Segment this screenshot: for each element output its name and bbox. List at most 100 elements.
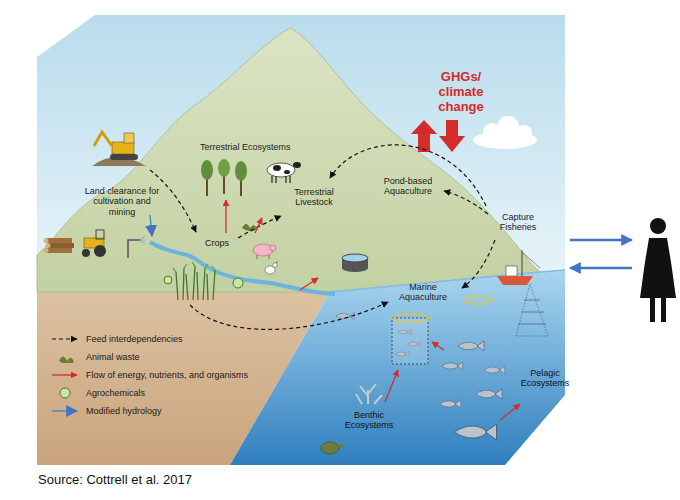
turtle-icon-part [321, 442, 339, 454]
ghg-arrows-part [439, 120, 465, 152]
pig-icon-part [270, 245, 276, 251]
tree-icons-part [218, 159, 230, 177]
fishing-boat-icon-part [522, 250, 523, 276]
animal-waste-icon-part [242, 224, 257, 231]
exchange-arrows [570, 240, 632, 268]
legend-sample-part [59, 357, 74, 364]
cow-icon-part [272, 176, 290, 183]
fish-icons-part [442, 362, 463, 370]
legend-text: Modified hydrology [86, 406, 162, 416]
ghg-arrows [411, 120, 465, 152]
aquaculture-cage-part [398, 330, 411, 335]
irrigation-icon-part [128, 240, 140, 258]
fish-icons-part [476, 389, 502, 399]
legend: Feed interdependenciesAnimal wasteFlow o… [50, 330, 248, 420]
sector-label: Pond-based Aquaculture [378, 176, 438, 197]
fish-icons [336, 313, 505, 441]
fishing-boat-icon-part [497, 276, 533, 285]
chicken-icon-part [265, 266, 275, 274]
chicken-icon-part [273, 263, 277, 267]
sector-label: Crops [205, 238, 245, 248]
irrigation-icon [128, 236, 146, 258]
log-pile-icon-part [46, 248, 72, 253]
pig-icon [253, 244, 276, 259]
coral-icon-part [356, 384, 382, 404]
legend-row: Agrochemicals [50, 384, 248, 402]
ocean [230, 270, 565, 465]
legend-text: Feed interdependencies [86, 334, 183, 344]
cow-icon-part [293, 162, 301, 168]
pig-icon-part [257, 255, 269, 259]
excavator-icon-part [94, 132, 112, 146]
flow-arrows-part [432, 342, 444, 350]
tree-icons [201, 159, 247, 196]
fishing-net [516, 284, 548, 336]
feed-arrows [150, 145, 495, 330]
crops-icon [173, 262, 215, 300]
feed-arrows-part [150, 170, 196, 232]
ecosystem-label: Benthic Ecosystems [340, 410, 398, 431]
legend-text: Flow of energy, nutrients, and organisms [86, 370, 248, 380]
legend-row: Modified hydrology [50, 402, 248, 420]
tractor-icon-part [82, 249, 90, 257]
feed-arrows-part [444, 191, 488, 214]
fishing-boat-icon-part [506, 266, 517, 276]
climate-label: GHGs/ climate change [430, 70, 492, 115]
sector-label: Terrestrial Livestock [284, 187, 344, 208]
tractor-icon [82, 230, 106, 257]
excavator-icon-part [110, 154, 138, 160]
mountain [37, 28, 540, 292]
crops-icon-part [183, 268, 184, 300]
flow-arrows-part [500, 404, 520, 420]
activity-label: Land clearance for cultivation and minin… [84, 186, 160, 217]
feed-arrows-part [330, 145, 486, 206]
legend-row: Flow of energy, nutrients, and organisms [50, 366, 248, 384]
flow-arrows-part [385, 370, 398, 402]
chicken-icon-part [276, 262, 278, 264]
excavator-icon [92, 132, 146, 166]
log-pile-icon-part [46, 243, 51, 248]
exchange-arrows-part [570, 239, 632, 242]
flow-arrows-part [300, 278, 318, 290]
ghg-arrows-part [411, 120, 437, 152]
excavator-icon-part [124, 133, 134, 143]
tractor-icon-part [94, 245, 106, 257]
cloud-icon-part [497, 116, 519, 138]
fishing-net-part [518, 300, 546, 324]
log-pile-icon-part [44, 248, 49, 253]
crops-icon-part [213, 270, 215, 300]
coral-icon [356, 384, 382, 404]
legend-sample-part [52, 338, 77, 339]
crops-icon-part [207, 274, 208, 300]
log-pile-icon-part [46, 238, 72, 243]
turtle-icon-part [339, 444, 344, 449]
legend-text: Agrochemicals [86, 388, 145, 398]
cow-icon [267, 162, 301, 183]
fish-icons-part [458, 341, 484, 351]
agrochemical-icon-part [164, 276, 172, 284]
crops-icon-part [193, 266, 195, 300]
sea-surface [330, 270, 565, 292]
legend-sample [50, 333, 80, 345]
aquaculture-ring [464, 296, 492, 304]
legend-sample [50, 351, 80, 363]
flow-arrows [226, 200, 520, 420]
person-icon-part [661, 298, 666, 322]
feed-arrows-part [190, 302, 388, 329]
sector-label: Capture Fisheries [490, 212, 546, 233]
aquaculture-cage [392, 314, 428, 364]
agrochemical-icon [164, 276, 243, 288]
log-pile-icon-part [44, 238, 49, 243]
pond-icon [342, 254, 368, 272]
exchange-arrows-part [570, 267, 632, 270]
irrigation-icon-part [140, 236, 146, 244]
person-icon-part [650, 298, 655, 322]
fish-icons-part [440, 400, 461, 408]
cloud-icon-part [516, 125, 532, 141]
cow-icon-part [284, 170, 290, 174]
cow-icon-part [273, 165, 281, 171]
ecosystem-label: Pelagic Ecosystems [516, 368, 574, 389]
agrochemical-icon-part [233, 278, 243, 288]
